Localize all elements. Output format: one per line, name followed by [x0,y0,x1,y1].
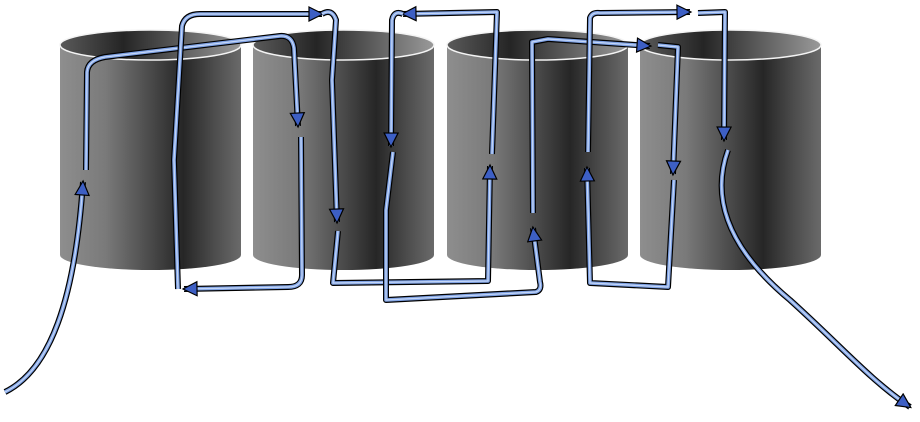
arrowhead-icon [385,151,543,301]
arrowhead-icon [721,149,912,409]
arrowhead-icon [173,6,325,290]
chain-segment-15 [718,148,912,410]
arrowhead-icon [697,11,733,143]
arrowhead-icon [657,44,682,177]
arrowhead-icon [400,5,498,155]
chain-segment-6 [330,163,498,286]
arrowhead-icon [321,11,345,225]
chain-segment-11 [657,42,682,177]
chain-segment-13 [585,4,693,153]
helix-cylinder-1 [59,29,242,270]
chain-segment-10 [529,36,653,214]
helix-cylinder-4 [639,29,822,270]
chain-segment-8 [383,9,405,149]
chain-segment-5 [320,9,345,225]
chain-segment-1 [3,179,91,395]
chain-segment-14 [697,9,733,143]
arrowhead-icon [4,179,91,393]
helix-cylinder-3 [446,29,629,270]
chain-segment-3 [181,136,305,297]
chain-segment-9 [383,151,544,303]
arrowhead-icon [332,163,498,284]
helix-cylinder-2 [252,29,435,270]
arrowhead-icon [587,4,693,153]
chain-segment-2 [83,32,306,171]
chain-segment-12 [579,165,677,290]
arrowhead-icon [181,136,303,297]
arrowhead-icon [85,35,306,171]
arrowhead-icon [579,165,675,288]
chain-segment-7 [400,5,500,155]
arrowhead-icon [383,12,404,149]
arrowhead-icon [531,37,653,214]
chain-segment-4 [171,6,325,290]
